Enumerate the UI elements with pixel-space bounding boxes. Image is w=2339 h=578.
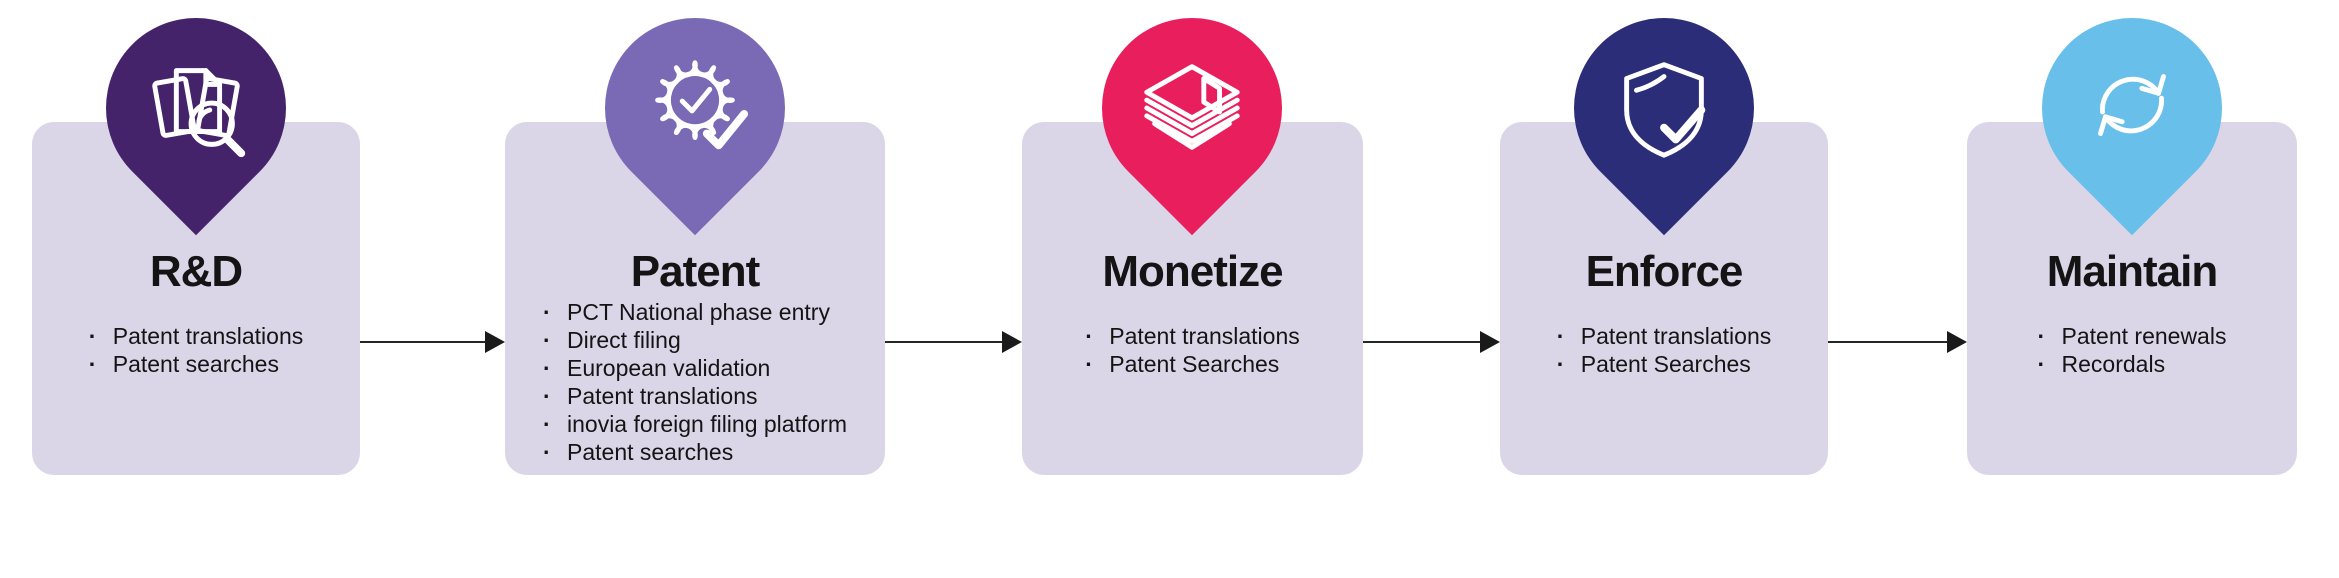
shield-check-icon bbox=[1574, 18, 1754, 198]
bullet-dot: · bbox=[2037, 323, 2046, 349]
bullet-dot: · bbox=[1556, 351, 1565, 377]
stage-pin-patent bbox=[567, 0, 823, 236]
list-item-text: European validation bbox=[567, 355, 771, 381]
sync-arrows-icon bbox=[2042, 18, 2222, 198]
stage-list: · Patent renewals · Recordals bbox=[2038, 322, 2227, 378]
list-item-text: Patent searches bbox=[112, 351, 279, 377]
list-item-text: PCT National phase entry bbox=[567, 299, 830, 325]
documents-search-icon bbox=[106, 18, 286, 198]
bullet-dot: · bbox=[2037, 351, 2046, 377]
bullet-dot: · bbox=[1085, 351, 1093, 377]
arrow-connector bbox=[885, 331, 1022, 353]
list-item: · Recordals bbox=[2038, 350, 2227, 378]
cash-stack-icon bbox=[1102, 18, 1282, 198]
bullet-dot: · bbox=[543, 439, 551, 465]
list-item: · PCT National phase entry bbox=[543, 298, 847, 326]
arrow-connector bbox=[1828, 331, 1967, 353]
stage-title: Monetize bbox=[1102, 247, 1283, 296]
bullet-dot: · bbox=[1556, 323, 1565, 349]
list-item: · inovia foreign filing platform bbox=[543, 410, 847, 438]
bullet-dot: · bbox=[543, 411, 551, 437]
list-item-text: Patent Searches bbox=[1580, 351, 1751, 377]
stage-pin-rd bbox=[68, 0, 324, 236]
stage-pin-maintain bbox=[2004, 0, 2260, 236]
list-item: · Patent renewals bbox=[2038, 322, 2227, 350]
list-item: · European validation bbox=[543, 354, 847, 382]
bullet-dot: · bbox=[543, 327, 551, 353]
arrowhead-icon bbox=[485, 331, 505, 353]
arrow-connector bbox=[360, 331, 505, 353]
arrowhead-icon bbox=[1002, 331, 1022, 353]
stage-title: R&D bbox=[149, 247, 243, 296]
list-item-text: Patent translations bbox=[112, 323, 304, 349]
list-item-text: Patent Searches bbox=[1109, 351, 1280, 377]
stage-list: · Patent translations · Patent Searches bbox=[1557, 322, 1772, 378]
list-item: · Patent Searches bbox=[1085, 350, 1300, 378]
list-item: · Patent translations bbox=[543, 382, 847, 410]
list-item: · Direct filing bbox=[543, 326, 847, 354]
list-item-text: Patent renewals bbox=[2061, 323, 2227, 349]
list-item: · Patent translations bbox=[1557, 322, 1772, 350]
bullet-dot: · bbox=[88, 351, 97, 377]
list-item: · Patent Searches bbox=[1557, 350, 1772, 378]
bullet-dot: · bbox=[88, 323, 97, 349]
stage-title: Maintain bbox=[2046, 247, 2218, 296]
list-item: · Patent searches bbox=[543, 438, 847, 466]
list-item-text: Recordals bbox=[2061, 351, 2166, 377]
list-item-text: Patent translations bbox=[567, 383, 758, 409]
bullet-dot: · bbox=[543, 383, 551, 409]
bullet-dot: · bbox=[543, 355, 551, 381]
list-item: · Patent searches bbox=[89, 350, 304, 378]
stage-list: · Patent translations · Patent Searches bbox=[1085, 322, 1300, 378]
list-item-text: Patent translations bbox=[1109, 323, 1300, 349]
list-item: · Patent translations bbox=[89, 322, 304, 350]
stage-title: Enforce bbox=[1585, 247, 1744, 296]
arrowhead-icon bbox=[1480, 331, 1500, 353]
stage-list: ·PCT National phase entry·Direct filing·… bbox=[543, 298, 847, 466]
stage-list: · Patent translations · Patent searches bbox=[89, 322, 304, 378]
bullet-dot: · bbox=[543, 299, 551, 325]
list-item-text: Patent searches bbox=[567, 439, 734, 465]
list-item: · Patent translations bbox=[1085, 322, 1300, 350]
list-item-text: Patent translations bbox=[1580, 323, 1772, 349]
list-item-text: Direct filing bbox=[567, 327, 681, 353]
stage-title: Patent bbox=[630, 247, 760, 296]
stage-pin-enforce bbox=[1536, 0, 1792, 236]
rosette-check-icon bbox=[605, 18, 785, 198]
list-item-text: inovia foreign filing platform bbox=[567, 411, 847, 437]
bullet-dot: · bbox=[1085, 323, 1093, 349]
arrowhead-icon bbox=[1947, 331, 1967, 353]
stage-pin-monetize bbox=[1064, 0, 1320, 236]
arrow-connector bbox=[1363, 331, 1500, 353]
